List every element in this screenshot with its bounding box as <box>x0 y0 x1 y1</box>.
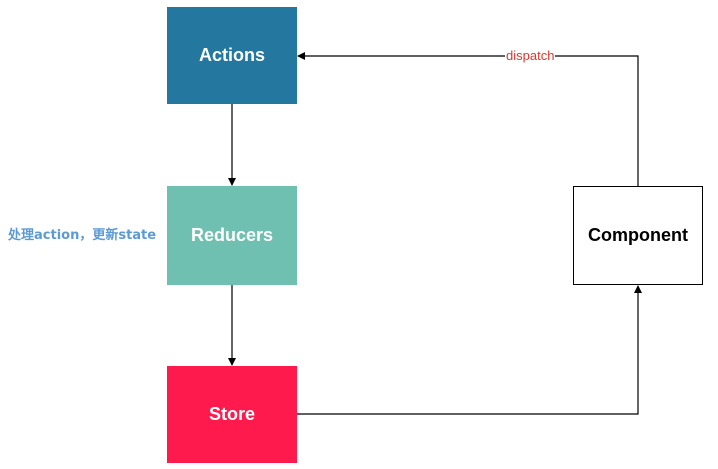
edge-store-to-component <box>297 285 642 415</box>
actions-node-label: Actions <box>198 45 265 65</box>
store-node: Store <box>167 366 297 463</box>
reducers-node-label: Reducers <box>190 225 274 245</box>
reducers-annotation: 处理action，更新state <box>8 228 157 243</box>
component-node-label: Component <box>588 225 688 245</box>
component-node: Component <box>573 186 703 285</box>
actions-node: Actions <box>167 7 297 104</box>
dispatch-edge-label: dispatch <box>505 47 556 64</box>
reducers-node: Reducers <box>167 186 297 285</box>
store-node-label: Store <box>208 404 255 424</box>
edge-component-to-actions <box>297 52 639 186</box>
